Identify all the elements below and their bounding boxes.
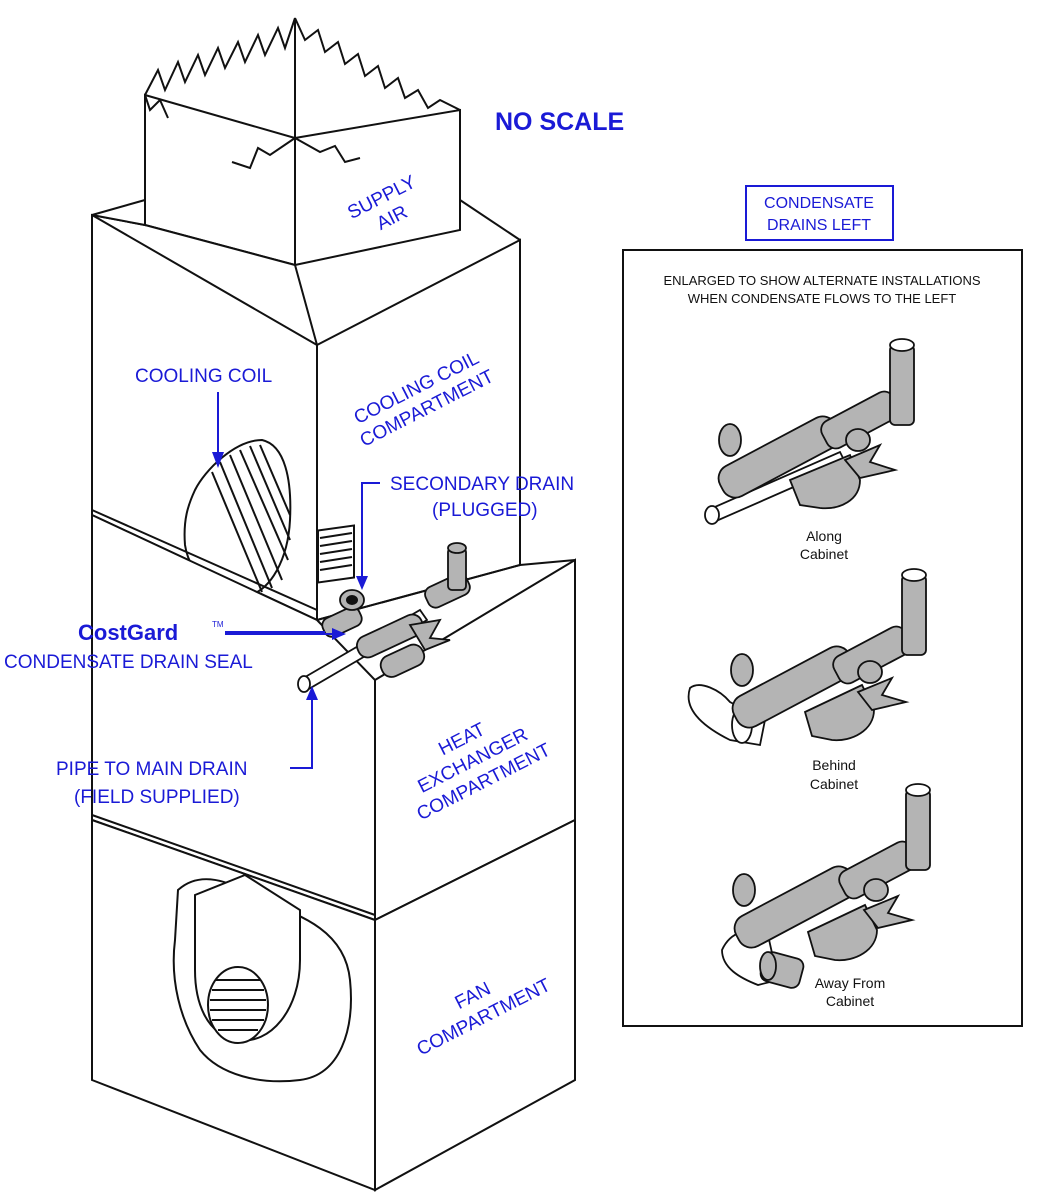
variant-along-cabinet: Along Cabinet [704,338,915,562]
variant-away-from-cabinet: Away From Cabinet [721,783,931,1009]
svg-text:CONDENSATE DRAIN SEAL: CONDENSATE DRAIN SEAL [4,652,253,673]
variant-along-caption-2: Cabinet [800,546,848,562]
variant-behind-cabinet: Behind Cabinet [687,568,927,792]
no-scale-title: NO SCALE [495,108,624,136]
variant-behind-caption-1: Behind [812,757,856,773]
variant-away-caption-1: Away From [815,975,886,991]
svg-text:(FIELD SUPPLIED): (FIELD SUPPLIED) [74,787,240,808]
cooling-coil-label: COOLING COIL [135,366,272,387]
svg-text:(PLUGGED): (PLUGGED) [432,500,538,521]
condensate-drains-left-box: CONDENSATE DRAINS LEFT [745,185,894,241]
inset-header-line-2: WHEN CONDENSATE FLOWS TO THE LEFT [688,291,957,306]
supply-air-duct [144,17,461,267]
costgard-label: CostGard TM CONDENSATE DRAIN SEAL [4,620,253,673]
svg-text:TM: TM [212,620,224,629]
inset-panel: ENLARGED TO SHOW ALTERNATE INSTALLATIONS… [622,249,1023,1027]
secondary-drain-label: SECONDARY DRAIN (PLUGGED) [390,474,574,521]
leader-lines [212,392,380,769]
variant-along-caption-1: Along [806,528,842,544]
blower-cutaway [172,873,352,1083]
fan-compartment [91,814,576,1192]
svg-text:DRAINS LEFT: DRAINS LEFT [767,217,871,234]
svg-text:CONDENSATE: CONDENSATE [764,195,874,212]
variant-away-caption-2: Cabinet [826,993,874,1009]
svg-text:SECONDARY DRAIN: SECONDARY DRAIN [390,474,574,495]
svg-text:PIPE TO MAIN DRAIN: PIPE TO MAIN DRAIN [56,759,247,780]
variant-behind-caption-2: Cabinet [810,776,858,792]
svg-text:CostGard: CostGard [78,620,178,645]
inset-header-line-1: ENLARGED TO SHOW ALTERNATE INSTALLATIONS [663,273,980,288]
cabinet-illustration [91,17,576,1192]
cooling-coil-cutaway [183,438,292,597]
cooling-coil-compartment [91,198,521,622]
pipe-to-main-drain-label: PIPE TO MAIN DRAIN (FIELD SUPPLIED) [56,759,247,808]
